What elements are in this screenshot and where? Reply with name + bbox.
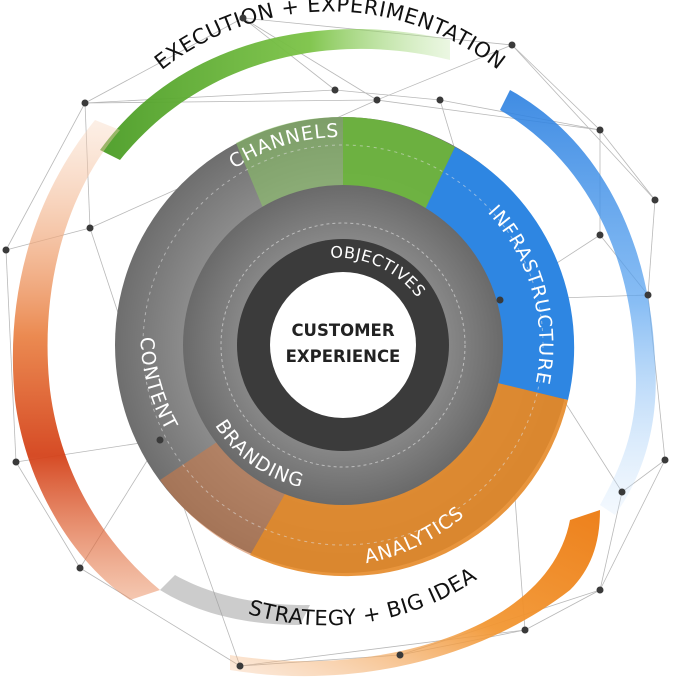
wireframe-line [334,89,441,101]
inner-ring [142,144,544,546]
middle-segment-orange [250,380,568,577]
center-disk [270,272,416,418]
wireframe-node [661,456,669,464]
wireframe-node [618,488,626,496]
wireframe-line [599,459,666,591]
wireframe-node [81,99,89,107]
wireframe-node [651,196,659,204]
wireframe-node [331,86,339,94]
wireframe-node [596,126,604,134]
wireframe-line [599,129,656,201]
middle-segment-blue [420,147,575,400]
wireframe-node [436,96,444,104]
wireframe-line [511,44,601,131]
wireframe-node [596,231,604,239]
wireframe-node [12,458,20,466]
wireframe-line [376,99,601,131]
wireframe-line [511,44,656,201]
wireframe-line [5,102,86,251]
wireframe-line [84,89,336,104]
wireframe-node [239,14,247,22]
wireframe-nodes [2,14,669,670]
wireframe-line [242,17,378,101]
outer-segment-green [100,29,450,160]
wireframe-line [5,249,17,463]
middle-ring-dashed [142,144,544,546]
wireframe-node [496,296,504,304]
wireframe-line [15,461,81,569]
wireframe-line [376,44,513,101]
wireframe-node [508,41,516,49]
wireframe-node [644,291,652,299]
wireframe-line [524,589,601,631]
wireframe-line [647,199,656,296]
wireframe-node [76,564,84,572]
wireframe-line [79,567,241,667]
inner-ring-dashed [220,222,466,468]
wireframe-line [84,99,378,104]
wireframe-line [84,17,244,104]
wireframe-node [236,662,244,670]
wireframe-node [521,626,529,634]
center-label-line1: CUSTOMER [291,321,394,340]
wireframe-node [156,436,164,444]
outer-segment-blue [500,90,656,515]
outer-segment-gray [160,575,310,625]
wireframe-node [596,586,604,594]
center-label-line2: EXPERIENCE [286,347,401,366]
outer-segment-red-orange [12,120,161,600]
wireframe-node [2,246,10,254]
wireframe-node [396,651,404,659]
wireframe-node [373,96,381,104]
middle-segment-orange-left [160,440,290,555]
wireframe-node [86,224,94,232]
outer-ring [12,29,656,677]
